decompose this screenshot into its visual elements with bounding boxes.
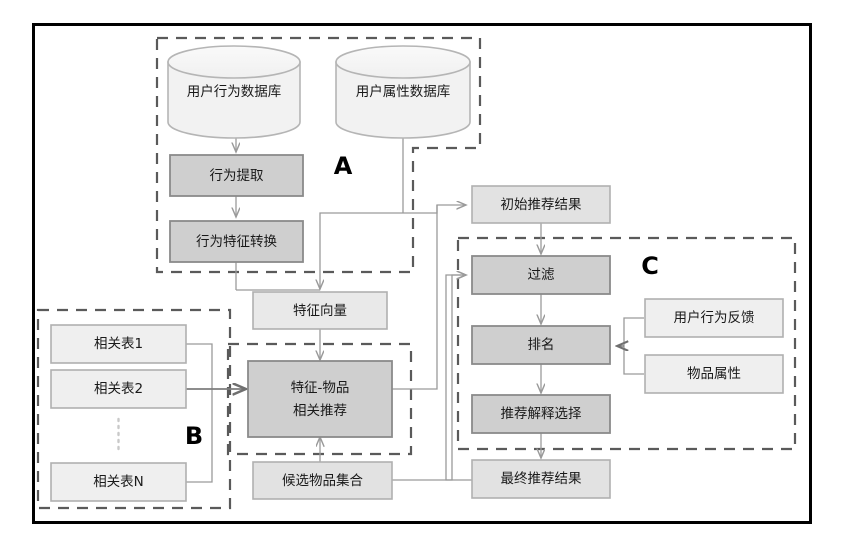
- node-filter[interactable]: 过滤: [471, 255, 611, 295]
- group-a-dashed-border: [155, 36, 482, 274]
- node-user-behavior-feedback[interactable]: 用户行为反馈: [644, 298, 784, 338]
- node-initial-result[interactable]: 初始推荐结果: [471, 185, 611, 224]
- node-filter-label: 过滤: [528, 267, 556, 283]
- node-related-table-n[interactable]: 相关表N: [50, 462, 187, 502]
- node-related-table-2-label: 相关表2: [94, 381, 143, 397]
- connector-recommend-to-initialresult: [392, 205, 438, 390]
- connector-table1-bus: [186, 343, 213, 389]
- db-user-attribute[interactable]: 用户属性数据库: [335, 45, 471, 139]
- db-user-attribute-label: 用户属性数据库: [356, 83, 451, 100]
- node-behavior-extraction-label: 行为提取: [210, 168, 264, 184]
- node-item-attribute[interactable]: 物品属性: [644, 354, 784, 394]
- group-c-dashed-border: [456, 236, 797, 451]
- db-user-behavior-label: 用户行为数据库: [187, 83, 282, 100]
- node-feature-vector[interactable]: 特征向量: [252, 291, 388, 330]
- group-label-a: A: [334, 152, 353, 180]
- node-feature-item-recommend-label-line2: 相关推荐: [293, 403, 347, 419]
- node-final-result[interactable]: 最终推荐结果: [471, 459, 611, 499]
- node-behavior-feature-transform-label: 行为特征转换: [196, 234, 277, 250]
- node-recommend-explanation-select-label: 推荐解释选择: [501, 406, 582, 422]
- connector-feedback-bus: [623, 317, 644, 346]
- node-feature-item-recommend-label-line1: 特征-物品: [291, 380, 350, 396]
- node-feature-vector-label: 特征向量: [293, 303, 347, 319]
- node-candidate-item-set-label: 候选物品集合: [282, 473, 363, 489]
- node-ranking[interactable]: 排名: [471, 325, 611, 365]
- connector-finalresult-to-filter: [445, 275, 472, 481]
- group-b-dashed-border: [36, 308, 232, 510]
- group-label-b: B: [185, 422, 203, 450]
- node-behavior-feature-transform[interactable]: 行为特征转换: [169, 220, 304, 263]
- node-behavior-extraction[interactable]: 行为提取: [169, 154, 304, 197]
- connector-tablen-bus: [186, 389, 213, 483]
- node-ranking-label: 排名: [528, 337, 555, 353]
- node-initial-result-label: 初始推荐结果: [501, 196, 582, 213]
- group-label-c: C: [641, 252, 659, 280]
- node-item-attribute-label: 物品属性: [687, 366, 741, 382]
- node-related-table-n-label: 相关表N: [93, 474, 144, 490]
- db-user-behavior[interactable]: 用户行为数据库: [167, 45, 301, 139]
- node-candidate-item-set[interactable]: 候选物品集合: [252, 461, 393, 500]
- node-related-table-1[interactable]: 相关表1: [50, 324, 187, 364]
- node-final-result-label: 最终推荐结果: [501, 471, 582, 487]
- node-feature-item-recommend[interactable]: 特征-物品 相关推荐: [247, 360, 393, 438]
- node-related-table-1-label: 相关表1: [94, 336, 143, 352]
- node-recommend-explanation-select[interactable]: 推荐解释选择: [471, 394, 611, 434]
- connector-itemattr-bus: [623, 346, 644, 375]
- connector-attribute-to-featurevector: [320, 212, 403, 289]
- node-user-behavior-feedback-label: 用户行为反馈: [674, 309, 755, 326]
- node-related-table-2[interactable]: 相关表2: [50, 369, 187, 409]
